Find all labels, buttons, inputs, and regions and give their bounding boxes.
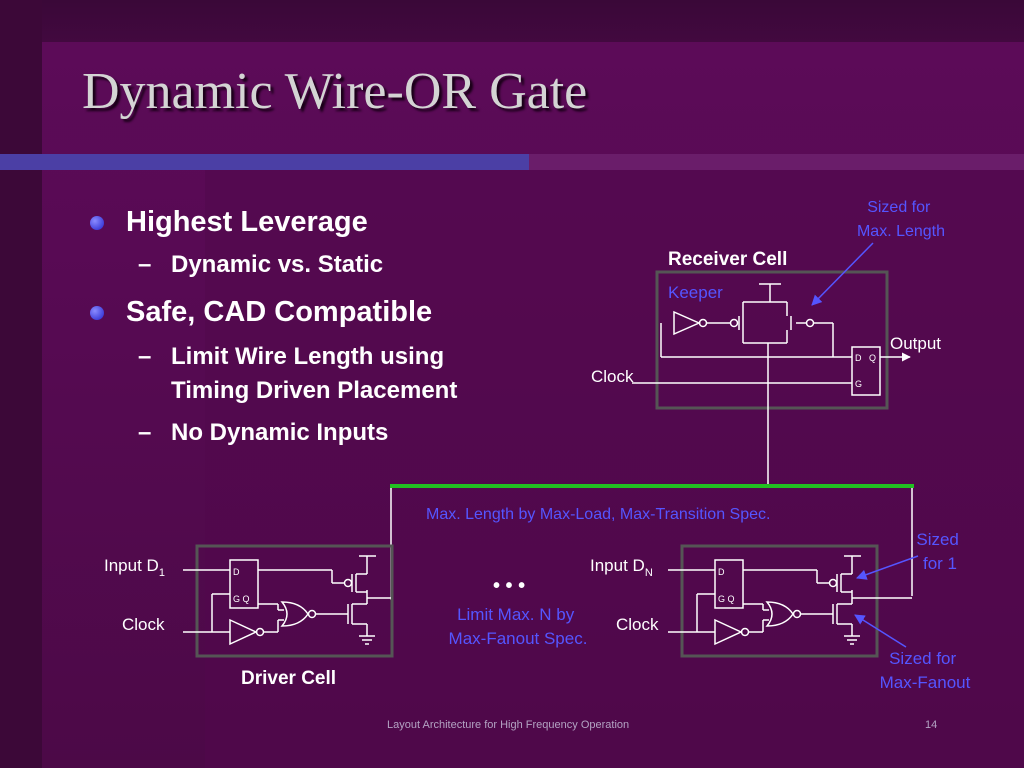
keeper-inverter-icon [673,310,701,336]
sized-for-1-arrow [856,555,919,580]
limit-n-note: Limit Max. N by Max-Fanout Spec. [449,605,588,648]
background-left [0,0,42,768]
max-length-spec-note: Max. Length by Max-Load, Max-Transition … [426,506,770,523]
sized-for-1-note: Sized for 1 [916,530,963,573]
sized-max-length-note: Sized for Max. Length [857,199,945,240]
driver-latch-gq: G Q [718,594,735,604]
receiver-wires [632,283,852,488]
driver-latch-d: D [718,567,725,577]
dash-icon: – [138,251,152,278]
sub-bullet-item: – No Dynamic Inputs [88,416,528,450]
bullet-text: Safe, CAD Compatible [126,296,433,328]
page-number: 14 [925,719,938,731]
sub-bullet-item: – Limit Wire Length using Timing Driven … [88,340,528,408]
receiver-cell-border [655,270,889,410]
driver-nor-gate-icon [280,601,309,627]
title-underline-bar [0,154,529,170]
receiver-latch-q: Q [869,353,876,363]
bullet-text: Highest Leverage [126,206,368,238]
sized-max-fanout-note: Sized for Max-Fanout [880,649,971,692]
bus-drops [390,488,913,600]
sub-bullet-text: Dynamic vs. Static [171,251,384,278]
bullet-dot-icon [90,216,104,230]
sized-max-length-arrow [811,242,874,306]
driver-cell-border [195,544,394,658]
driver-inverter-icon [714,618,743,646]
driver-latch [714,559,744,609]
receiver-cell-label: Receiver Cell [668,249,787,270]
receiver-latch-g: G [855,379,862,389]
background-inner [205,170,1024,768]
driver-latch [229,559,259,609]
footer-text: Layout Architecture for High Frequency O… [387,719,630,731]
input-d1-label: Input D1 [104,556,165,579]
bullet-item: Safe, CAD Compatible [88,292,528,332]
slide-title: Dynamic Wire-OR Gate [82,63,588,120]
keeper-label: Keeper [668,283,723,302]
output-label: Output [890,334,941,353]
driver1-clock-label: Clock [122,615,165,634]
receiver-cell: Receiver Cell Keeper [591,249,941,488]
input-dn-label: Input DN [590,556,653,579]
drivern-clock-label: Clock [616,615,659,634]
driver-inverter-icon [229,618,258,646]
sized-max-fanout-arrow [854,614,907,648]
title-underline-bar-right [529,154,1024,170]
driver-latch-gq: G Q [233,594,250,604]
bullet-list: Highest Leverage – Dynamic vs. Static Sa… [88,202,528,450]
bullet-item: Highest Leverage [88,202,528,242]
sub-bullet-text: Limit Wire Length using Timing Driven Pl… [171,343,458,404]
driver-cell-1: D G Q [104,544,394,689]
driver-cell-n: D G Q [590,544,912,658]
driver-cell-label: Driver Cell [241,668,336,689]
receiver-clock-label: Clock [591,367,634,386]
driver-latch-d: D [233,567,240,577]
dash-icon: – [138,419,152,446]
sub-bullet-text: No Dynamic Inputs [171,419,389,446]
ellipsis-text: • • • [493,575,525,597]
sub-bullet-item: – Dynamic vs. Static [88,248,528,282]
driver-nor-gate-icon [765,601,794,627]
dash-icon: – [138,343,152,370]
bullet-dot-icon [90,306,104,320]
driver-cell-border [680,544,879,658]
receiver-latch [851,346,881,396]
receiver-latch-d: D [855,353,862,363]
